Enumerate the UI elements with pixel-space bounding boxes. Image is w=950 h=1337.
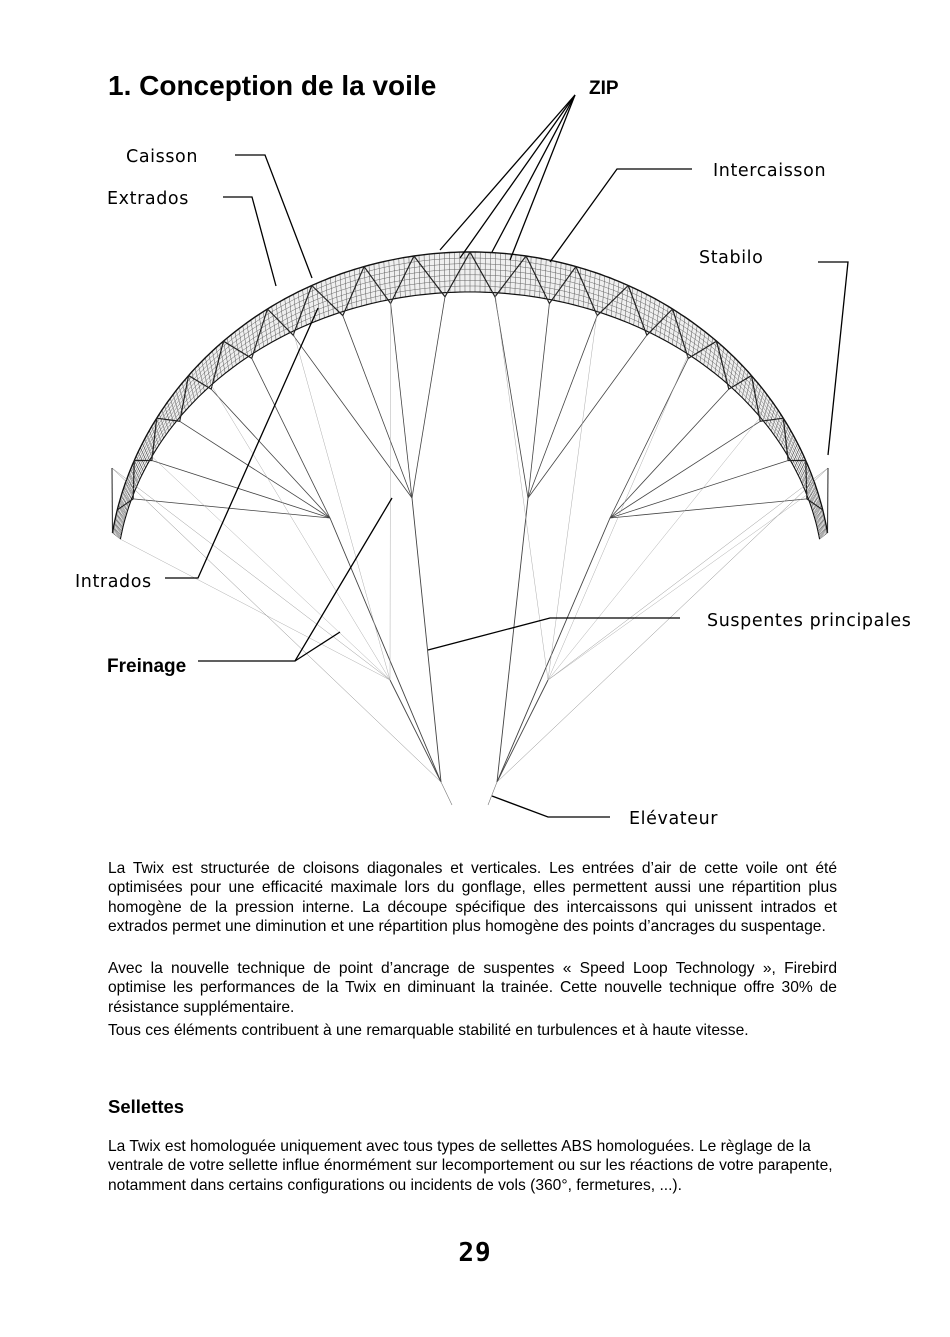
leader-zip-3	[491, 94, 576, 253]
leader-elevateur	[491, 795, 610, 818]
label-caisson: Caisson	[126, 147, 198, 167]
paraglider-diagram: ZIP Caisson Extrados Intercaisson Stabil…	[75, 78, 912, 829]
label-extrados: Extrados	[107, 189, 189, 209]
leader-zip-1	[439, 94, 576, 251]
leader-intrados	[165, 307, 319, 579]
label-intercaisson: Intercaisson	[713, 161, 826, 181]
paragraph-sellettes: La Twix est homologuée uniquement avec t…	[108, 1138, 833, 1194]
page-title: 1. Conception de la voile	[108, 70, 437, 101]
label-zip: ZIP	[589, 78, 619, 99]
leader-extrados	[223, 196, 277, 287]
label-freinage: Freinage	[107, 656, 186, 677]
leader-freinage-1	[198, 497, 393, 662]
leader-zip-2	[459, 94, 576, 259]
label-leader-lines	[165, 94, 849, 818]
leader-stabilo	[818, 261, 849, 456]
leader-caisson	[235, 154, 313, 279]
section-title-sellettes: Sellettes	[108, 1096, 185, 1117]
leader-intercaisson	[549, 168, 692, 263]
leader-freinage-2	[294, 631, 341, 662]
diagram-labels: ZIP Caisson Extrados Intercaisson Stabil…	[75, 78, 912, 829]
label-suspentes-principales: Suspentes principales	[707, 611, 912, 631]
paragraph-speed-loop: Avec la nouvelle technique de point d’an…	[108, 960, 837, 1016]
label-stabilo: Stabilo	[699, 248, 763, 268]
leader-zip-4	[509, 94, 576, 261]
page-number: 29	[458, 1238, 492, 1268]
label-elevateur: Elévateur	[629, 809, 718, 829]
label-intrados: Intrados	[75, 572, 152, 592]
wing-canopy	[111, 251, 829, 540]
paragraph-stability: Tous ces éléments contribuent à une rema…	[108, 1022, 749, 1039]
paragraph-structure: La Twix est structurée de cloisons diago…	[108, 860, 837, 935]
leader-suspentes	[427, 617, 680, 651]
suspension-lines	[111, 292, 829, 806]
